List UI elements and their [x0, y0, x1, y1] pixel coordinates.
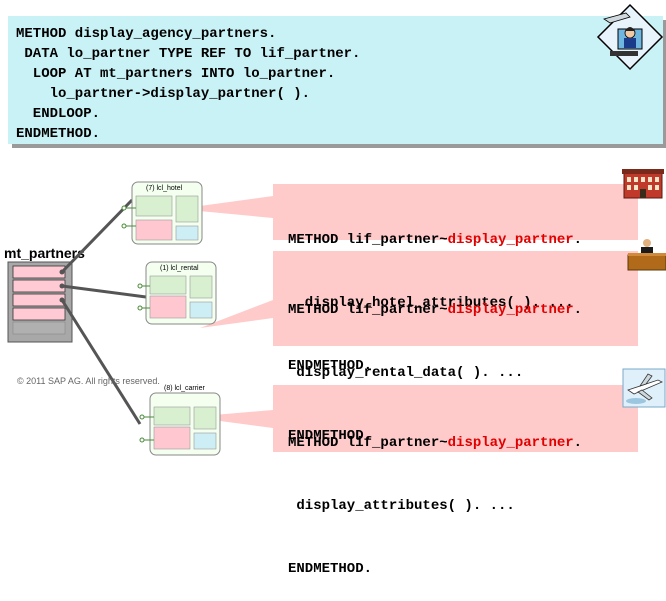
code-line-4: lo_partner->display_partner( ). — [16, 86, 311, 102]
travel-agent-icon — [596, 3, 664, 71]
code-line-2: DATA lo_partner TYPE REF TO lif_partner. — [16, 46, 361, 62]
ref-line-1 — [60, 198, 134, 274]
code-line-6: ENDMETHOD. — [16, 126, 101, 142]
callout-1-method: display_partner — [447, 232, 574, 248]
object-label-rental: (1) lcl_rental — [160, 265, 199, 272]
callout-1-prefix: METHOD lif_partner~ — [288, 232, 448, 248]
callout-3-text: METHOD lif_partner~display_partner. disp… — [288, 391, 582, 601]
object-hotel — [121, 181, 203, 245]
callout-1-end: ENDMETHOD. — [288, 358, 373, 374]
callout-2-period: . — [573, 302, 583, 318]
top-code-box: METHOD display_agency_partners. DATA lo_… — [8, 16, 663, 144]
callout-3-end: ENDMETHOD. — [288, 561, 373, 577]
object-label-hotel: (7) lcl_hotel — [146, 185, 183, 192]
code-line-3: LOOP AT mt_partners INTO lo_partner. — [16, 66, 336, 82]
copyright-text: © 2011 SAP AG. All rights reserved. — [17, 376, 160, 386]
callout-3-method: display_partner — [447, 435, 574, 451]
callout-2-text: METHOD lif_partner~display_partner. disp… — [288, 258, 582, 468]
callout-shape-2 — [200, 251, 638, 346]
callout-2-method: display_partner — [447, 302, 574, 318]
callout-2-call: display_rental_data( ). ... — [288, 365, 524, 381]
car-rental-desk-icon — [627, 239, 666, 271]
callout-1-period: . — [573, 232, 583, 248]
ref-line-3 — [60, 299, 142, 425]
airplane-icon — [622, 368, 666, 408]
hotel-icon — [622, 169, 664, 199]
table-title: mt_partners — [4, 245, 85, 261]
callout-2-prefix: METHOD lif_partner~ — [288, 302, 448, 318]
callout-1-call: display_hotel_attributes( ). ... — [288, 295, 574, 311]
callout-3-period: . — [573, 435, 583, 451]
code-line-1: METHOD display_agency_partners. — [16, 26, 277, 42]
object-rental — [137, 261, 217, 325]
object-label-carrier: (8) lcl_carrier — [164, 385, 205, 392]
callout-3-call: display_attributes( ). ... — [288, 498, 515, 514]
callout-2-end: ENDMETHOD. — [288, 428, 373, 444]
ref-line-2 — [61, 284, 147, 299]
code-line-5: ENDLOOP. — [16, 106, 101, 122]
callout-shape-1 — [178, 184, 638, 240]
callout-shape-3 — [190, 385, 638, 452]
object-carrier — [139, 392, 221, 456]
callout-3-prefix: METHOD lif_partner~ — [288, 435, 448, 451]
diagram-canvas — [7, 181, 638, 456]
callout-1-text: METHOD lif_partner~display_partner. disp… — [288, 188, 582, 398]
